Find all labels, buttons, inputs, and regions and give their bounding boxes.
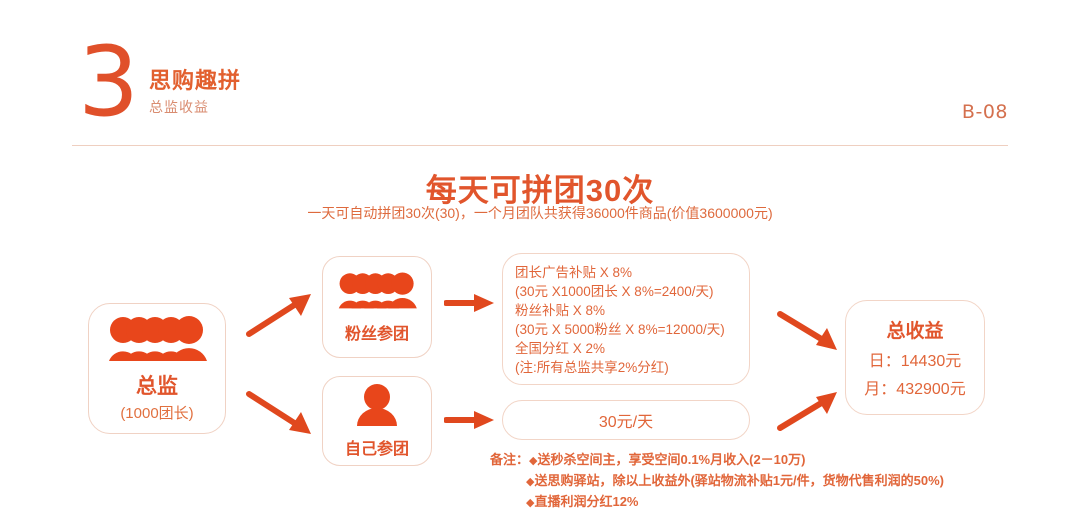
node-director[interactable]: 总监 (1000团长) bbox=[88, 303, 226, 434]
arrow-daily-to-total-icon bbox=[775, 390, 841, 439]
bullet-icon: ◆ bbox=[529, 455, 538, 467]
total-income-box: 总收益 日：14430元 月：432900元 bbox=[845, 300, 985, 415]
total-income-day: 日：14430元 bbox=[868, 353, 962, 370]
arrow-benefits-to-total-icon bbox=[775, 308, 841, 357]
benefit-line: 粉丝补贴 X 8% bbox=[515, 303, 606, 318]
daily-income-box: 30元/天 bbox=[502, 400, 750, 440]
page-subtitle: 一天可自动拼团30次(30)，一个月团队共获得36000件商品(价值360000… bbox=[307, 205, 773, 221]
benefits-box: 团长广告补贴 X 8% (30元 X1000团长 X 8%=2400/天) 粉丝… bbox=[502, 253, 750, 385]
footnote-text: 直播利润分红12% bbox=[534, 494, 639, 509]
header-divider bbox=[72, 145, 1008, 146]
footnote-text: 送思购驿站，除以上收益外(驿站物流补贴1元/件，货物代售利润的50%) bbox=[534, 473, 944, 488]
footnote-row: ◆送思购驿站，除以上收益外(驿站物流补贴1元/件，货物代售利润的50%) bbox=[490, 471, 944, 492]
node-director-sublabel: (1000团长) bbox=[120, 404, 194, 422]
node-fans-group[interactable]: 粉丝参团 bbox=[322, 256, 432, 358]
benefit-line: 全国分红 X 2% bbox=[515, 341, 606, 356]
benefit-line: (注:所有总监共享2%分红) bbox=[515, 360, 669, 375]
footnote-row: ◆直播利润分红12% bbox=[490, 492, 944, 513]
benefit-line: 团长广告补贴 X 8% bbox=[515, 265, 633, 280]
crowd-icon bbox=[103, 315, 211, 366]
section-number: 3 bbox=[78, 26, 139, 138]
footnote-label: 备注： bbox=[490, 452, 530, 467]
total-income-month: 月：432900元 bbox=[864, 381, 966, 398]
benefit-line: (30元 X 5000粉丝 X 8%=12000/天) bbox=[515, 322, 725, 337]
footnote-text: 送秒杀空间主，享受空间0.1%月收入(2－10万) bbox=[537, 452, 806, 467]
daily-income-value: 30元/天 bbox=[598, 414, 654, 431]
arrow-director-to-self-icon bbox=[243, 388, 315, 441]
page-title: 每天可拼团30次 bbox=[425, 173, 655, 208]
footnotes: 备注：◆送秒杀空间主，享受空间0.1%月收入(2－10万) ◆送思购驿站，除以上… bbox=[490, 450, 944, 513]
bullet-icon: ◆ bbox=[526, 497, 535, 509]
arrow-self-to-daily-icon bbox=[443, 409, 496, 436]
node-fans-group-label: 粉丝参团 bbox=[344, 326, 409, 343]
header-text-group: 思购趣拼 总监收益 bbox=[149, 68, 241, 117]
bullet-icon: ◆ bbox=[526, 476, 535, 488]
header-subtitle: 总监收益 bbox=[149, 99, 209, 115]
footnote-row: 备注：◆送秒杀空间主，享受空间0.1%月收入(2－10万) bbox=[490, 450, 944, 471]
person-icon bbox=[354, 383, 400, 431]
arrow-director-to-fans-icon bbox=[243, 292, 315, 345]
arrow-fans-to-benefits-icon bbox=[443, 292, 496, 319]
node-self-group[interactable]: 自己参团 bbox=[322, 376, 432, 466]
total-income-title: 总收益 bbox=[886, 321, 944, 342]
benefit-line: (30元 X1000团长 X 8%=2400/天) bbox=[515, 284, 714, 299]
node-self-group-label: 自己参团 bbox=[344, 440, 409, 458]
page-code: B-08 bbox=[961, 101, 1008, 123]
crowd-icon bbox=[334, 270, 420, 315]
header-title: 思购趣拼 bbox=[149, 68, 242, 93]
node-director-label: 总监 bbox=[136, 374, 178, 398]
